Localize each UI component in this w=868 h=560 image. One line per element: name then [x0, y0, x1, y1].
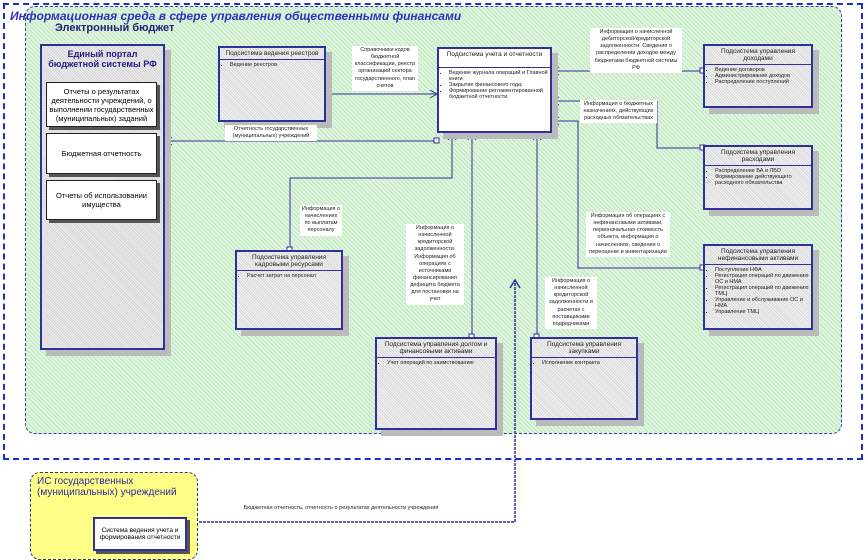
- expense-item: Распределение БА и ЛБО: [715, 168, 811, 174]
- nfa-title: Подсистема управления нефинансовыми акти…: [705, 246, 811, 265]
- nfa-item: Управление ТМЦ: [715, 309, 811, 315]
- flow-label-institutions: Бюджетная отчетность, отчетность о резул…: [243, 505, 439, 511]
- accounting-title: Подсистема учета и отчетности: [439, 49, 550, 68]
- institutions-title: ИС государственных (муниципальных) учреж…: [37, 476, 177, 498]
- revenue-title: Подсистема управления доходами: [705, 46, 811, 65]
- institutions-connector: [183, 280, 516, 523]
- registry-subsystem: Подсистема ведения реестровВедение реест…: [218, 46, 326, 122]
- nfa-item: Управление и обслуживание ОС и НМА: [715, 297, 811, 309]
- flow-label-portal: Отчетность государственных (муниципальны…: [225, 125, 317, 142]
- flow-label-registry: Справочники кодов бюджетной классификаци…: [352, 46, 418, 91]
- flow-label-revenue: Информация о начисленной дебиторской/кре…: [590, 28, 682, 73]
- registry-title: Подсистема ведения реестров: [220, 48, 324, 60]
- information-environment-boundary: [3, 3, 863, 460]
- flow-label-nfa: Информация об операциях с нефинансовыми …: [586, 212, 670, 257]
- nfa-connector: [552, 120, 703, 269]
- flow-label-procurement: Информация о начисленной кредиторской за…: [545, 277, 597, 329]
- report-property: Отчеты об использовании имущества: [46, 180, 157, 220]
- revenue-subsystem: Подсистема управления доходамиВедение до…: [703, 44, 813, 108]
- accounting-item: Формирование регламентированной бюджетно…: [449, 88, 550, 100]
- hr-connector: [289, 133, 453, 250]
- revenue-item: Распределение поступлений: [715, 79, 811, 85]
- procurement-subsystem: Подсистема управления закупкамиИсполнени…: [530, 337, 638, 420]
- diagram-title: Информационная среда в сфере управления …: [10, 9, 462, 23]
- flow-label-expense: Информация о бюджетных назначениях, дейс…: [580, 100, 657, 124]
- electronic-budget-label: Электронный бюджет: [55, 22, 175, 34]
- accounting-item: Закрытие финансового года;: [449, 82, 550, 88]
- expense-item: Формирование действующего расходного обя…: [715, 174, 811, 186]
- flow-label-debt: Информация о начисленной кредиторской за…: [406, 224, 464, 305]
- expense-subsystem: Подсистема управления расходамиРаспредел…: [703, 145, 813, 210]
- nfa-item: Регистрация операций по движению ТМЦ: [715, 285, 811, 297]
- hr-subsystem: Подсистема управления кадровыми ресурсам…: [235, 250, 343, 330]
- hr-title: Подсистема управления кадровыми ресурсам…: [237, 252, 341, 271]
- nfa-item: Поступление НФА: [715, 267, 811, 273]
- nfa-subsystem: Подсистема управления нефинансовыми акти…: [703, 244, 813, 330]
- debt-subsystem: Подсистема управления долгом и финансовы…: [375, 337, 497, 430]
- accounting-item: Ведение журнала операций и Главной книги: [449, 70, 550, 82]
- accounting-subsystem: Подсистема учета и отчетностиВедение жур…: [437, 47, 552, 133]
- revenue-item: Администрирование доходов: [715, 73, 811, 79]
- revenue-item: Ведение договоров: [715, 67, 811, 73]
- report-budget: Бюджетная отчетность: [46, 133, 157, 174]
- procurement-title: Подсистема управления закупками: [532, 339, 636, 358]
- nfa-item: Регистрация операций по движению ОС и НМ…: [715, 273, 811, 285]
- flow-label-hr: Информация о начислениях по выплатам пер…: [300, 205, 342, 236]
- debt-item: Учет операций по заимствованию: [387, 360, 495, 366]
- portal-title: Единый портал бюджетной системы РФ: [48, 49, 157, 69]
- procurement-item: Исполнение контракта: [542, 360, 636, 366]
- report-performance: Отчеты о результатах деятельности учрежд…: [46, 82, 157, 127]
- expense-title: Подсистема управления расходами: [705, 147, 811, 166]
- registry-item: Ведение реестров: [230, 62, 324, 68]
- accounting-system: Система ведения учета и формирования отч…: [93, 517, 187, 551]
- hr-item: Расчет затрат на персонал: [247, 273, 341, 279]
- debt-title: Подсистема управления долгом и финансовы…: [377, 339, 495, 358]
